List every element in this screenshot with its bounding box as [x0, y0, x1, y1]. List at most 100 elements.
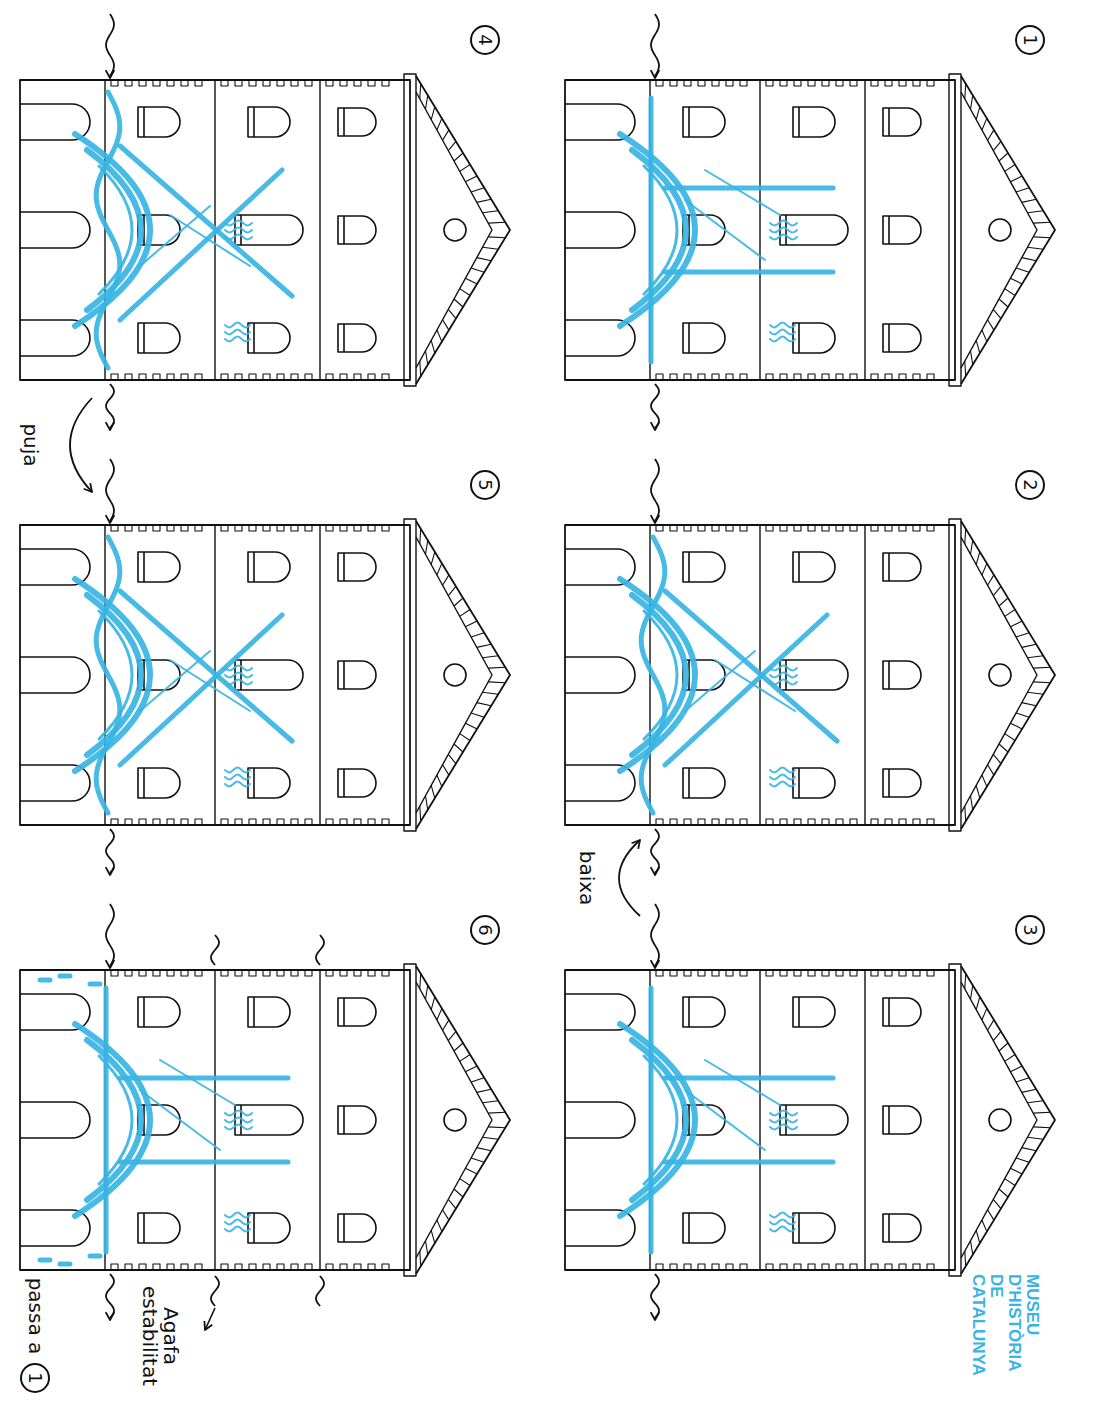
sketch-stroke: [225, 1213, 250, 1218]
gable-bricks: [965, 529, 1051, 822]
sketch-stroke: [641, 537, 665, 813]
window: [138, 997, 180, 1027]
wave-arrow: [106, 459, 115, 523]
floor-line: [759, 80, 760, 380]
sketch-stroke: [665, 1160, 833, 1165]
window: [780, 215, 848, 245]
wave-line: [106, 904, 114, 966]
gable-inner: [961, 537, 1037, 813]
window: [338, 216, 376, 244]
sketch-stroke: [60, 974, 70, 979]
sketch-stroke: [225, 775, 250, 780]
sketch-stroke: [770, 673, 797, 678]
sketch-stroke: [685, 651, 755, 711]
circled-number: 5: [470, 470, 500, 500]
window: [338, 998, 376, 1026]
window: [683, 107, 725, 137]
floor-line: [864, 525, 865, 825]
sketch-stroke: [649, 988, 654, 1252]
arrow-head: [632, 840, 640, 849]
sketch-stroke: [770, 323, 795, 328]
cornice: [404, 519, 416, 831]
motion-note: puja: [20, 423, 41, 466]
cornice: [949, 519, 961, 831]
gable-inner: [416, 92, 492, 368]
gable-outer: [416, 521, 510, 829]
floor-line: [864, 970, 865, 1270]
floor-line: [649, 80, 650, 380]
gable-outer: [961, 76, 1055, 384]
sketch-stroke: [225, 235, 252, 240]
sketch-stroke: [685, 1090, 765, 1150]
window: [235, 660, 303, 690]
circled-number: 3: [1015, 915, 1045, 945]
window: [883, 1214, 921, 1242]
floor-line: [319, 970, 320, 1270]
arch: [20, 212, 90, 248]
gable-bricks: [420, 974, 506, 1267]
window: [683, 997, 725, 1027]
sketch-stroke: [120, 1160, 288, 1165]
wave-line: [106, 1274, 114, 1318]
sketch-stroke: [770, 228, 797, 233]
arrow-head: [651, 515, 660, 523]
sketch-stroke: [705, 170, 780, 215]
floor-line: [319, 80, 320, 380]
sketch-stroke: [665, 270, 833, 275]
sketch-stroke: [665, 615, 827, 765]
circled-number: 6: [470, 915, 500, 945]
window: [793, 552, 835, 582]
sketch-stroke: [770, 1220, 795, 1225]
window: [248, 323, 290, 353]
sketch-stroke: [225, 330, 250, 335]
step-number: 5: [476, 479, 494, 490]
gable-inner: [416, 982, 492, 1258]
sketch-stroke: [770, 680, 797, 685]
window: [138, 215, 180, 245]
facade-outline: [20, 80, 410, 380]
sketch-stroke: [620, 1024, 695, 1216]
sketch-stroke: [770, 1227, 795, 1232]
window: [338, 1106, 376, 1134]
cornice: [949, 74, 961, 386]
window: [338, 324, 376, 352]
sketch-stroke: [96, 92, 120, 368]
building-facade: [565, 519, 1055, 831]
wave-arrow: [651, 459, 660, 523]
sketch-stroke: [685, 200, 765, 260]
curved-arrow: [70, 398, 92, 492]
cornice: [404, 964, 416, 1276]
curve: [619, 840, 640, 916]
museum-watermark: MUSEU D'HISTÒRIA DE CATALUNYA: [969, 1274, 1040, 1398]
sketch-stroke: [160, 1060, 235, 1105]
window: [138, 768, 180, 798]
sketch-stroke: [120, 591, 292, 741]
arrow-head: [651, 1312, 660, 1320]
building-facade: [20, 74, 510, 386]
wave-arrow: [106, 829, 115, 875]
window: [683, 323, 725, 353]
wave-line: [106, 14, 114, 76]
sketch-stroke: [770, 768, 795, 773]
sketch-stroke: [225, 1118, 252, 1123]
wave-line: [106, 384, 114, 428]
sketch-stroke: [90, 982, 100, 987]
window: [883, 998, 921, 1026]
sketch-stroke: [225, 768, 250, 773]
wave-line: [316, 935, 324, 965]
gable-bricks: [420, 84, 506, 377]
sketch-stroke: [770, 1125, 797, 1130]
wave-line: [211, 1276, 219, 1306]
sketch-stroke: [770, 1111, 797, 1116]
arrow-head: [106, 70, 115, 78]
facade-outline: [565, 525, 955, 825]
wave-arrow: [106, 14, 115, 78]
arrow-head: [204, 1321, 212, 1330]
arrow-head: [651, 960, 660, 968]
sketch-stroke: [99, 611, 132, 739]
circled-number: 2: [1015, 470, 1045, 500]
sketch-stroke: [99, 166, 132, 294]
window: [883, 553, 921, 581]
floor-line: [759, 970, 760, 1270]
window: [793, 768, 835, 798]
